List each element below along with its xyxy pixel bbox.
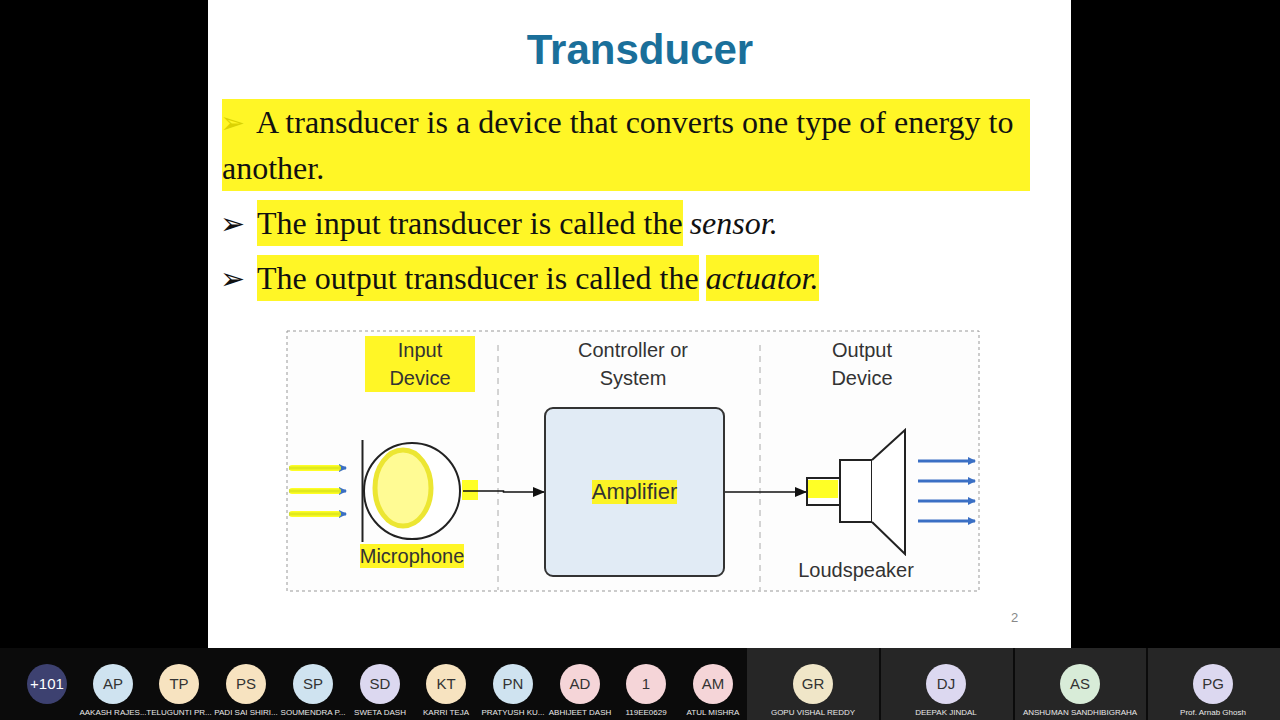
avatar-initials: PN bbox=[503, 675, 524, 693]
signal-arrow bbox=[463, 491, 544, 492]
bullet-mark: ➢ bbox=[220, 201, 245, 247]
avatar-circle bbox=[293, 664, 333, 704]
slide-text: actuator. bbox=[706, 255, 819, 301]
avatar-initials: GR bbox=[802, 675, 825, 693]
avatar-initials: AM bbox=[702, 675, 725, 693]
slide-text: Output Device bbox=[807, 336, 917, 392]
avatar-circle bbox=[93, 664, 133, 704]
avatar-circle bbox=[693, 664, 733, 704]
avatar-circle bbox=[360, 664, 400, 704]
slide-text: 2 bbox=[1011, 610, 1018, 626]
avatar-initials: PG bbox=[1202, 675, 1224, 693]
mic-shape bbox=[361, 440, 463, 542]
avatar-initials: +101 bbox=[30, 675, 64, 693]
node-text: Loudspeaker bbox=[798, 558, 914, 582]
avatar-circle bbox=[1060, 664, 1100, 704]
avatar-initials: PS bbox=[236, 675, 256, 693]
avatar-initials: SP bbox=[303, 675, 323, 693]
avatar-initials: KT bbox=[436, 675, 455, 693]
spk-shape bbox=[806, 428, 906, 556]
participant-name: PADI SAI SHIRI... bbox=[214, 708, 277, 718]
slide-text: The input transducer is called the bbox=[257, 200, 683, 246]
avatar-circle bbox=[1193, 664, 1233, 704]
participant-name: ATUL MISHRA bbox=[687, 708, 740, 718]
participant-name: Prof. Arnab Ghosh bbox=[1180, 708, 1246, 718]
bullet-mark: ➢ bbox=[220, 256, 245, 302]
process-box: Amplifier bbox=[544, 407, 725, 577]
avatar-initials: AP bbox=[103, 675, 123, 693]
slide-title: Transducer bbox=[0, 24, 1280, 76]
slide-text: sensor. bbox=[690, 200, 778, 246]
participant-name: ANSHUMAN SANDHIBIGRAHA bbox=[1023, 708, 1137, 718]
participant-name: DEEPAK JINDAL bbox=[915, 708, 977, 718]
participant-name: SOUMENDRA P... bbox=[281, 708, 346, 718]
avatar-circle bbox=[560, 664, 600, 704]
avatar-initials: SD bbox=[370, 675, 391, 693]
slide-text: Input Device bbox=[365, 336, 475, 392]
slide-text: A transducer is a device that converts o… bbox=[222, 99, 1030, 191]
avatar-circle bbox=[926, 664, 966, 704]
highlight-mark bbox=[462, 480, 478, 500]
avatar-initials: AS bbox=[1070, 675, 1090, 693]
participant-name: GOPU VISHAL REDDY bbox=[771, 708, 855, 718]
avatar-circle bbox=[27, 664, 67, 704]
avatar-circle bbox=[793, 664, 833, 704]
avatar-initials: AD bbox=[570, 675, 591, 693]
participant-name: ABHIJEET DASH bbox=[549, 708, 612, 718]
avatar-initials: DJ bbox=[937, 675, 955, 693]
participant-name: TELUGUNTI PR... bbox=[146, 708, 211, 718]
avatar-initials: 1 bbox=[642, 675, 650, 693]
participant-name: 119EE0629 bbox=[625, 708, 666, 718]
avatar-initials: TP bbox=[169, 675, 188, 693]
slide-text: The output transducer is called the bbox=[257, 255, 699, 301]
avatar-circle bbox=[426, 664, 466, 704]
participant-name: AAKASH RAJES... bbox=[79, 708, 146, 718]
microphone: Microphone bbox=[361, 440, 463, 542]
avatar-circle bbox=[493, 664, 533, 704]
loudspeaker: Loudspeaker bbox=[806, 428, 906, 556]
participant-name: SWETA DASH bbox=[354, 708, 406, 718]
avatar-circle bbox=[159, 664, 199, 704]
avatar-circle bbox=[626, 664, 666, 704]
node-text: Amplifier bbox=[592, 480, 678, 504]
participant-name: PRATYUSH KU... bbox=[482, 708, 545, 718]
signal-arrow bbox=[725, 491, 806, 493]
participant-name: KARRI TEJA bbox=[423, 708, 469, 718]
node-text: Microphone bbox=[360, 544, 465, 568]
avatar-circle bbox=[226, 664, 266, 704]
slide-text: Controller or System bbox=[568, 336, 698, 392]
